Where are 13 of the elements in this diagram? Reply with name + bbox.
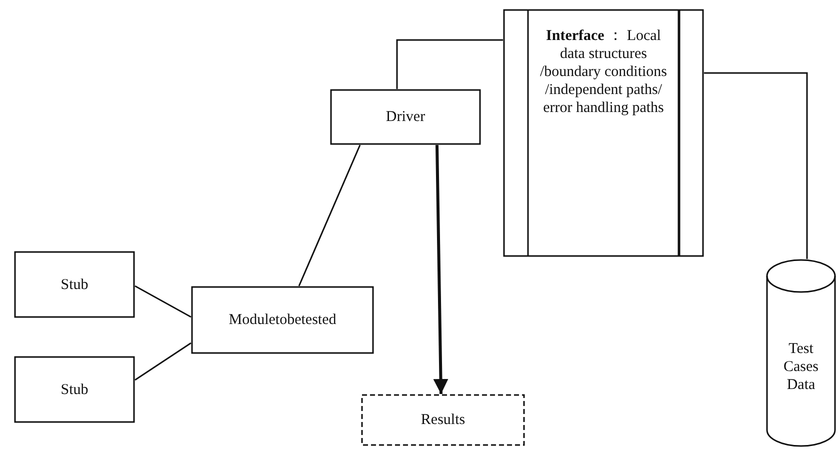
connector-line: [704, 72, 808, 259]
node-label: Driver: [386, 108, 426, 126]
node-label: Moduletobetested: [228, 311, 336, 329]
connector-line: [298, 144, 361, 286]
node-label: Stub: [60, 380, 88, 398]
node-label: Results: [420, 411, 466, 429]
connector-line: [134, 342, 192, 381]
node-label: Interface ： Local data structures /boundary conditions /independent paths/ error handling paths: [538, 27, 668, 117]
node-label: Stub: [60, 276, 88, 294]
arrow: [433, 144, 448, 394]
node-label: Test Cases Data: [782, 340, 820, 394]
connector-line: [134, 285, 192, 318]
connector-line: [396, 39, 503, 89]
